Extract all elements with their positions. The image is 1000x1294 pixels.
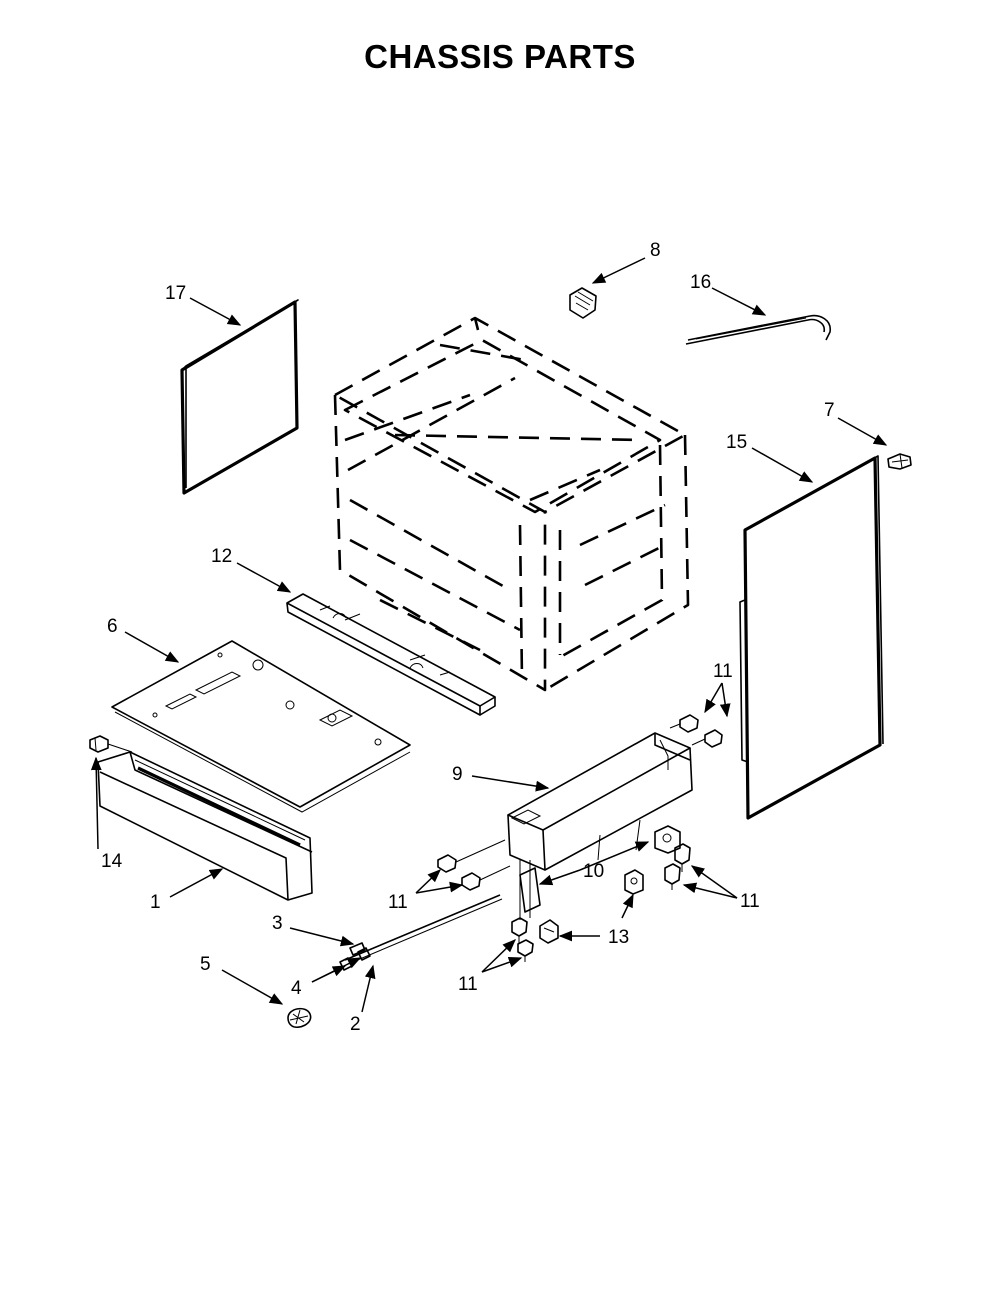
- callout-11-bottom: 11: [458, 974, 478, 995]
- callout-4: 4: [291, 978, 302, 999]
- callout-6: 6: [107, 616, 118, 637]
- callout-15: 15: [726, 432, 747, 453]
- part-3-bushing: [349, 942, 366, 956]
- callout-12: 12: [211, 546, 232, 567]
- callout-16: 16: [690, 272, 711, 293]
- callout-9: 9: [452, 764, 463, 785]
- page-title: CHASSIS PARTS: [364, 38, 636, 75]
- callout-10: 10: [583, 861, 604, 882]
- callout-13: 13: [608, 927, 629, 948]
- part-11-screw-right-2: [664, 863, 681, 890]
- part-2-rod: [344, 894, 503, 965]
- part-12-front-rail: [286, 593, 496, 716]
- part-1-front-panel: [97, 751, 313, 901]
- part-11-screw-upper-2: [691, 729, 723, 748]
- leader-lines: [90, 257, 888, 1013]
- part-14-screw: [89, 735, 133, 753]
- part-9-bracket: [507, 732, 693, 920]
- part-6-bottom-plate: [111, 640, 411, 813]
- part-11-screw-bottom-2: [517, 939, 534, 962]
- part-13-foot: [539, 919, 559, 944]
- part-15-side-panel-right: [739, 455, 884, 820]
- part-10-leveling-foot-2: [624, 869, 644, 895]
- callout-1: 1: [150, 892, 161, 913]
- callout-7: 7: [824, 400, 835, 421]
- callout-11-right: 11: [740, 891, 760, 912]
- part-11-screw-right-1: [674, 843, 691, 872]
- part-10-leveling-foot-1: [654, 825, 681, 854]
- callout-14: 14: [101, 851, 123, 872]
- oven-cavity-outline: [333, 316, 690, 692]
- part-11-screw-left-1: [437, 839, 506, 873]
- part-17-side-panel-left: [180, 299, 299, 495]
- callout-8: 8: [650, 240, 661, 261]
- callout-11-upper: 11: [713, 661, 733, 682]
- callout-17: 17: [165, 283, 186, 304]
- part-11-screw-left-2: [461, 865, 511, 891]
- part-8-clip: [569, 287, 597, 319]
- part-11-screw-upper-1: [669, 714, 699, 733]
- callout-5: 5: [200, 954, 211, 975]
- callout-2: 2: [350, 1014, 361, 1035]
- part-16-rod: [685, 314, 831, 345]
- callout-labels: 17 8 16 7 15 12 6 9 11 14 1 11 10 11 13 …: [101, 240, 835, 1035]
- callout-11-left: 11: [388, 892, 408, 913]
- callout-3: 3: [272, 913, 283, 934]
- part-7-screw: [887, 453, 912, 470]
- part-5-foot-cap: [287, 1007, 312, 1029]
